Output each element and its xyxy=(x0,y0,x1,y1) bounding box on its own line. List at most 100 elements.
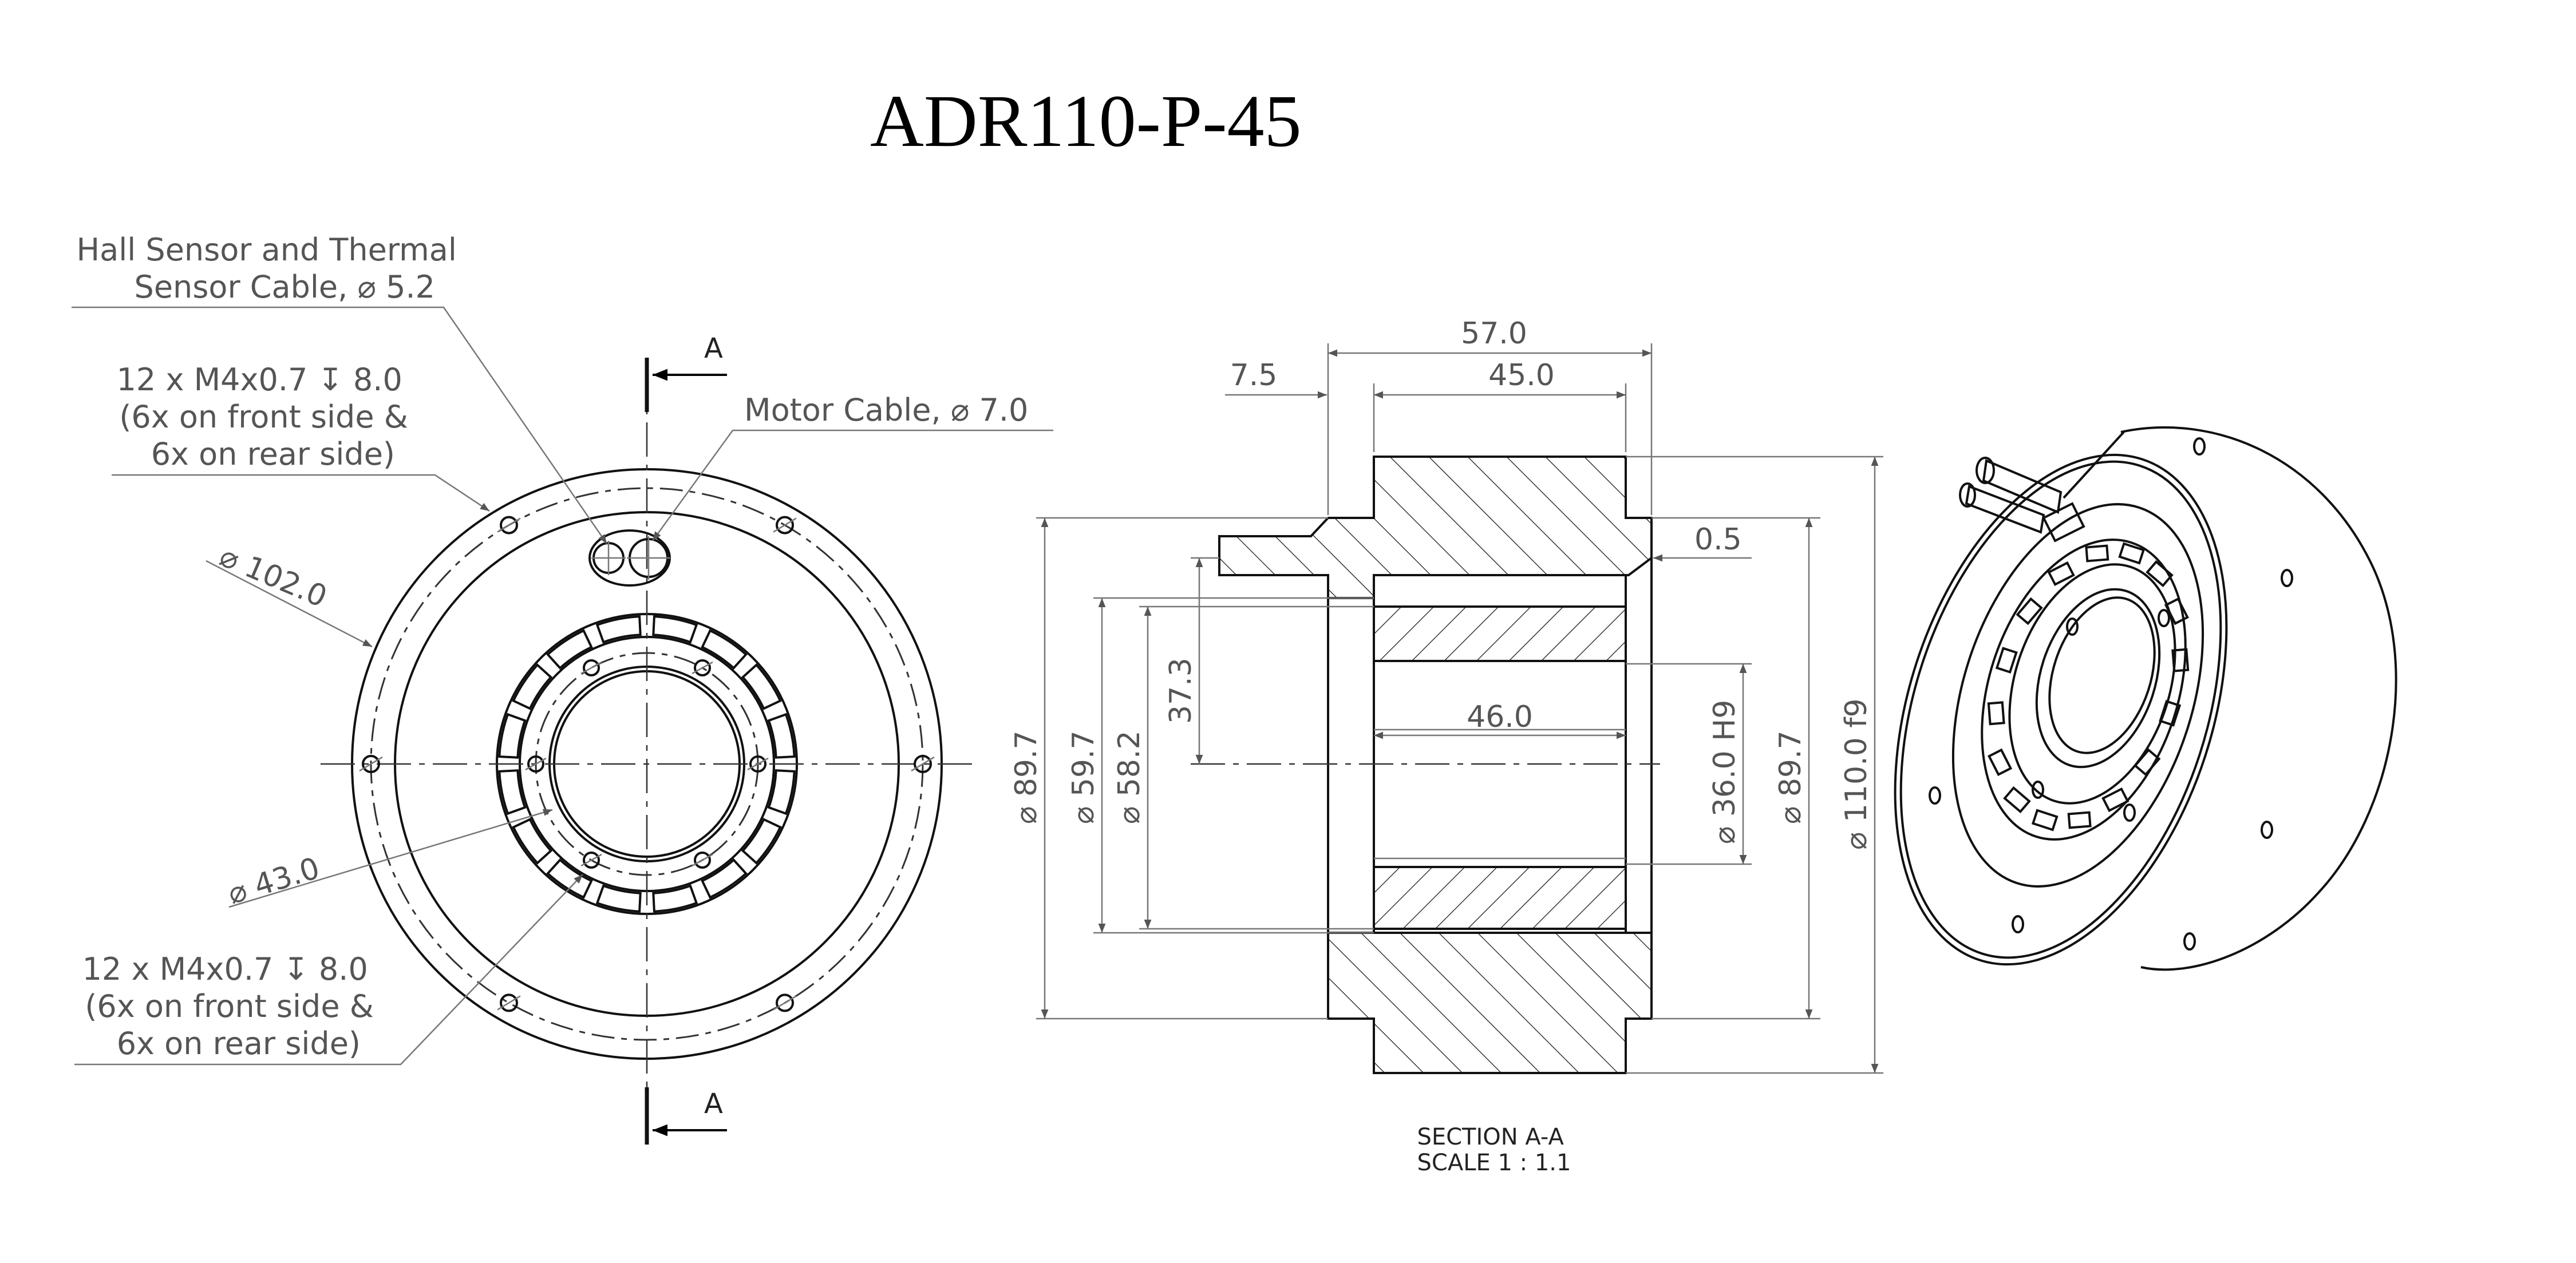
dim-rotor-length: 45.0 xyxy=(1488,358,1555,393)
dim-bore-diameter: ⌀ 43.0 xyxy=(224,851,323,911)
outer-bolt-hole xyxy=(776,993,794,1012)
inner-bolt-hole xyxy=(694,852,711,869)
dim-dia-58-2: ⌀ 58.2 xyxy=(1112,730,1147,824)
dim-cable-offset: 37.3 xyxy=(1164,658,1198,724)
hole-mark xyxy=(911,756,935,772)
magnet-slot xyxy=(652,884,698,913)
dim-bore-length: 46.0 xyxy=(1467,700,1533,734)
inner-bolt-hole xyxy=(527,755,544,773)
iso-magnet xyxy=(2134,748,2161,777)
section-marker-top: A xyxy=(645,332,727,412)
drawing-title: ADR110-P-45 xyxy=(870,80,1302,163)
iso-hole xyxy=(2281,569,2293,587)
iso-magnet xyxy=(2164,597,2189,625)
dim-dia-36: ⌀ 36.0 H9 xyxy=(1708,700,1742,844)
section-label-bottom: A xyxy=(704,1088,723,1120)
magnet-slot xyxy=(595,884,642,913)
callout-holes-bottom: 12 x M4x0.7 ↧ 8.0 (6x on front side & 6x… xyxy=(82,951,384,1062)
dim-flange: 7.5 xyxy=(1230,358,1278,393)
inner-bolt-hole xyxy=(694,659,711,676)
iso-magnets xyxy=(1987,542,2190,832)
callout-motor-cable: Motor Cable, ⌀ 7.0 xyxy=(744,392,1028,428)
hole-mark xyxy=(773,995,797,1011)
iso-magnet xyxy=(1988,748,2013,777)
iso-magnet xyxy=(1995,647,2018,674)
iso-magnet xyxy=(2047,561,2075,587)
outer-bolt-holes xyxy=(359,516,935,1012)
hole-mark xyxy=(525,757,547,771)
magnet-slot xyxy=(498,712,527,759)
magnet-slot xyxy=(701,629,748,670)
iso-magnet xyxy=(2118,542,2146,565)
outer-bolt-hole xyxy=(776,516,794,535)
magnet-slot xyxy=(512,818,553,865)
iso-holes xyxy=(1929,437,2293,951)
iso-front-face xyxy=(1894,453,2228,966)
section-body-upper xyxy=(1218,456,1653,599)
magnet-ring xyxy=(498,615,796,913)
iso-hole xyxy=(2123,803,2136,822)
outer-bolt-hole xyxy=(500,516,518,535)
iso-magnet xyxy=(1987,701,2005,726)
magnet-slot xyxy=(546,629,593,670)
iso-hole xyxy=(2032,781,2044,799)
isometric-view xyxy=(1894,426,2397,971)
iso-magnet xyxy=(2085,544,2109,563)
callout-hall-sensor: Hall Sensor and Thermal Sensor Cable, ⌀ … xyxy=(77,232,467,305)
hole-mark xyxy=(692,661,713,675)
iso-magnet xyxy=(2031,809,2059,832)
iso-hole xyxy=(2261,821,2273,839)
outer-bolt-hole xyxy=(500,993,518,1012)
magnet-slot xyxy=(701,858,748,899)
iso-magnet xyxy=(2067,811,2092,829)
iso-hole xyxy=(2158,609,2170,627)
iso-magnet xyxy=(2003,786,2031,814)
iso-hole xyxy=(2012,915,2024,933)
outer-bolt-hole xyxy=(362,755,380,773)
magnet-slot xyxy=(512,663,553,710)
dim-dia-110: ⌀ 110.0 f9 xyxy=(1839,698,1874,850)
inner-bolt-hole xyxy=(749,755,767,773)
section-magnet-lower xyxy=(1373,866,1627,930)
dim-overall-length: 57.0 xyxy=(1461,316,1527,351)
hole-mark xyxy=(497,517,521,533)
magnet-slot xyxy=(767,712,796,759)
dim-dia-89-7-left: ⌀ 89.7 xyxy=(1009,730,1044,824)
hole-mark xyxy=(747,757,769,771)
iso-body-outline xyxy=(2120,426,2397,971)
iso-magnet xyxy=(2159,700,2182,727)
section-view: 57.0 45.0 7.5 0.5 37.3 46.0 ⌀ 89.7 ⌀ 59.… xyxy=(1009,316,1883,1176)
hole-mark xyxy=(497,995,521,1011)
section-label-top: A xyxy=(704,332,723,365)
iso-hole xyxy=(2193,437,2206,456)
hole-mark xyxy=(773,517,797,533)
iso-magnet xyxy=(2101,787,2129,813)
hole-mark xyxy=(580,853,602,867)
dim-offset: 0.5 xyxy=(1694,522,1742,557)
iso-magnet xyxy=(2146,560,2174,588)
section-magnet-upper xyxy=(1373,605,1627,662)
iso-hole xyxy=(2066,617,2079,636)
inner-bolt-hole xyxy=(583,659,600,676)
section-body-lower xyxy=(1327,932,1653,1074)
inner-bolt-hole xyxy=(583,852,600,869)
outer-bolt-hole xyxy=(914,755,932,773)
magnet-slot xyxy=(652,615,698,644)
magnet-slot xyxy=(498,769,527,815)
iso-hole xyxy=(1929,786,1941,805)
dim-dia-89-7-right: ⌀ 89.7 xyxy=(1773,730,1808,824)
section-caption: SECTION A-A SCALE 1 : 1.1 xyxy=(1417,1124,1571,1176)
inner-bolt-holes xyxy=(525,659,769,869)
iso-magnet xyxy=(2016,597,2043,625)
section-marker-bottom: A xyxy=(645,1087,727,1145)
magnet-slot xyxy=(767,769,796,815)
magnet-slot xyxy=(741,818,782,865)
iso-magnet xyxy=(2171,648,2190,672)
front-view: A A Hall Sensor and Thermal Sensor Cable… xyxy=(72,232,1053,1150)
hole-mark xyxy=(580,661,602,675)
magnet-slot xyxy=(595,615,642,644)
hole-mark xyxy=(692,853,713,867)
hole-mark xyxy=(359,756,383,772)
callout-holes-top: 12 x M4x0.7 ↧ 8.0 (6x on front side & 6x… xyxy=(117,362,418,472)
